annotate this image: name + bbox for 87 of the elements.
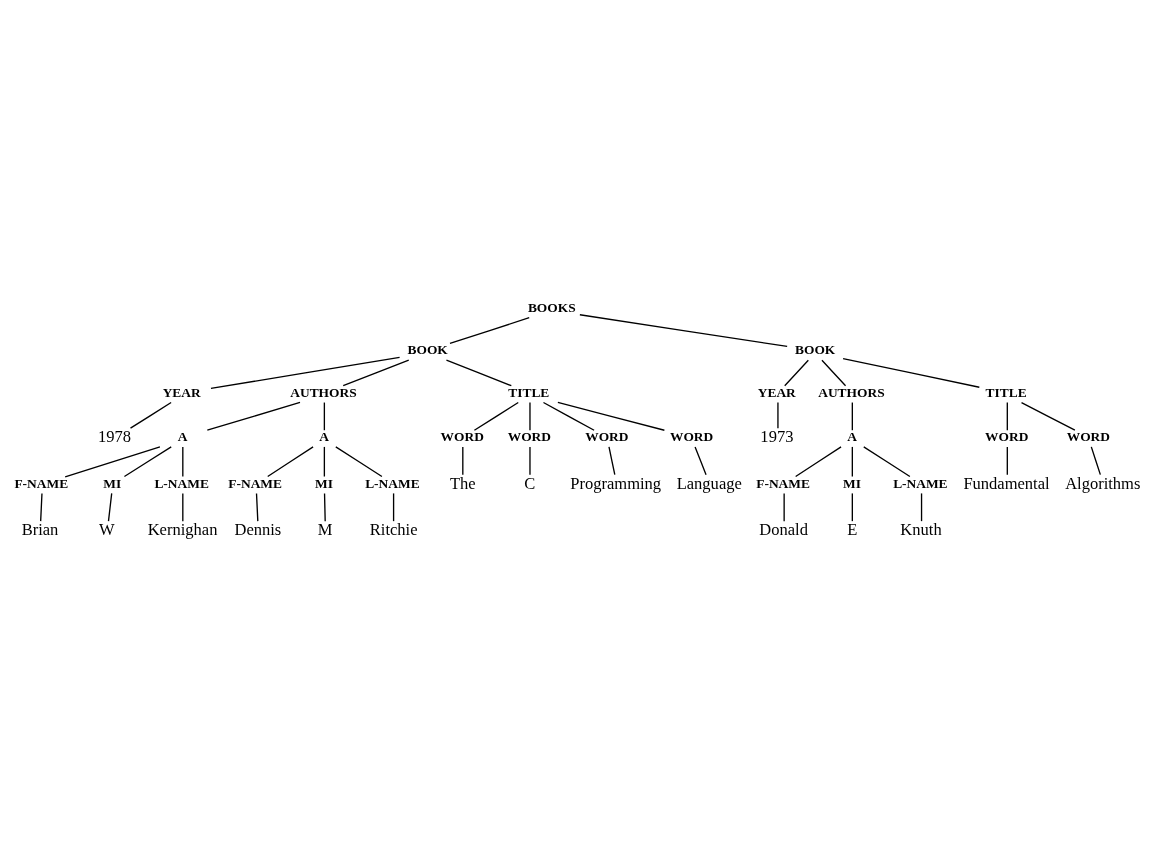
connector: [182, 492, 184, 522]
connector: [323, 492, 326, 522]
connector: [462, 445, 464, 475]
node-text: Donald: [759, 519, 808, 539]
connector: [863, 445, 911, 477]
connector: [821, 359, 847, 386]
node-text: W: [99, 519, 115, 539]
node-text: WORD: [440, 428, 484, 444]
connector: [323, 445, 326, 477]
node-text: WORD: [1066, 428, 1110, 444]
connector: [445, 359, 512, 386]
node-text: A: [177, 428, 188, 444]
node-text: YEAR: [162, 384, 201, 400]
connector: [1090, 445, 1101, 475]
node-text: YEAR: [757, 384, 796, 400]
node-text: Kernighan: [147, 519, 218, 539]
node-text: L-NAME: [365, 475, 420, 491]
node-text: Knuth: [900, 519, 942, 539]
node-text: Language: [676, 473, 742, 493]
node-text: M: [317, 519, 333, 539]
connector: [267, 445, 314, 477]
node-text: BOOK: [407, 341, 448, 357]
node-text: Programming: [570, 473, 662, 493]
node-text: WORD: [669, 428, 714, 444]
node-text: 1973: [760, 426, 794, 446]
node-text: L-NAME: [154, 475, 209, 491]
connector: [777, 401, 779, 429]
connector: [335, 445, 383, 477]
connector: [392, 492, 395, 522]
node-text: F-NAME: [14, 475, 69, 491]
connector: [608, 445, 616, 475]
node-text: A: [847, 428, 857, 444]
connector: [206, 401, 301, 431]
connector: [449, 316, 530, 344]
connector: [323, 401, 326, 431]
node-text: BOOK: [794, 341, 836, 357]
connector: [255, 492, 259, 522]
connector: [107, 492, 113, 522]
connector: [842, 357, 980, 388]
connector: [129, 401, 172, 429]
connector: [1020, 401, 1076, 431]
connector: [784, 359, 809, 386]
connector: [210, 356, 401, 389]
connector: [123, 445, 172, 477]
node-text: AUTHORS: [290, 384, 357, 400]
node-text: E: [847, 519, 858, 539]
node-text: Ritchie: [369, 519, 418, 539]
connector: [1006, 445, 1008, 475]
connector: [529, 445, 531, 475]
node-text: F-NAME: [756, 475, 810, 491]
connector: [529, 401, 531, 431]
node-text: C: [524, 473, 536, 493]
connector: [851, 445, 853, 477]
connector: [579, 313, 788, 347]
node-text: Brian: [21, 519, 59, 539]
node-text: MI: [843, 475, 861, 491]
connector: [920, 492, 923, 522]
node-text: The: [449, 473, 476, 493]
node-text: Algorithms: [1065, 473, 1141, 493]
node-text: A: [319, 428, 329, 444]
connector: [182, 445, 184, 477]
connector: [542, 401, 595, 431]
node-text: BOOKS: [527, 299, 576, 315]
connector: [1006, 401, 1008, 431]
node-text: MI: [103, 475, 122, 491]
connector: [694, 445, 707, 475]
connector: [851, 401, 853, 431]
node-text: WORD: [985, 428, 1029, 444]
connector: [783, 492, 785, 522]
node-text: TITLE: [985, 384, 1027, 400]
node-text: L-NAME: [893, 475, 948, 491]
connector: [851, 492, 853, 522]
connector: [342, 359, 410, 386]
connector: [795, 445, 842, 477]
connector: [473, 401, 519, 431]
node-text: AUTHORS: [818, 384, 885, 400]
node-text: WORD: [507, 428, 552, 444]
node-text: WORD: [585, 428, 629, 444]
node-text: Fundamental: [963, 473, 1050, 493]
node-text: 1978: [98, 426, 132, 446]
connector: [64, 445, 161, 477]
node-text: Dennis: [234, 519, 282, 539]
node-text: F-NAME: [228, 475, 282, 491]
connector: [40, 492, 43, 522]
node-text: MI: [315, 475, 333, 491]
node-text: TITLE: [508, 384, 550, 400]
connector: [557, 401, 666, 431]
